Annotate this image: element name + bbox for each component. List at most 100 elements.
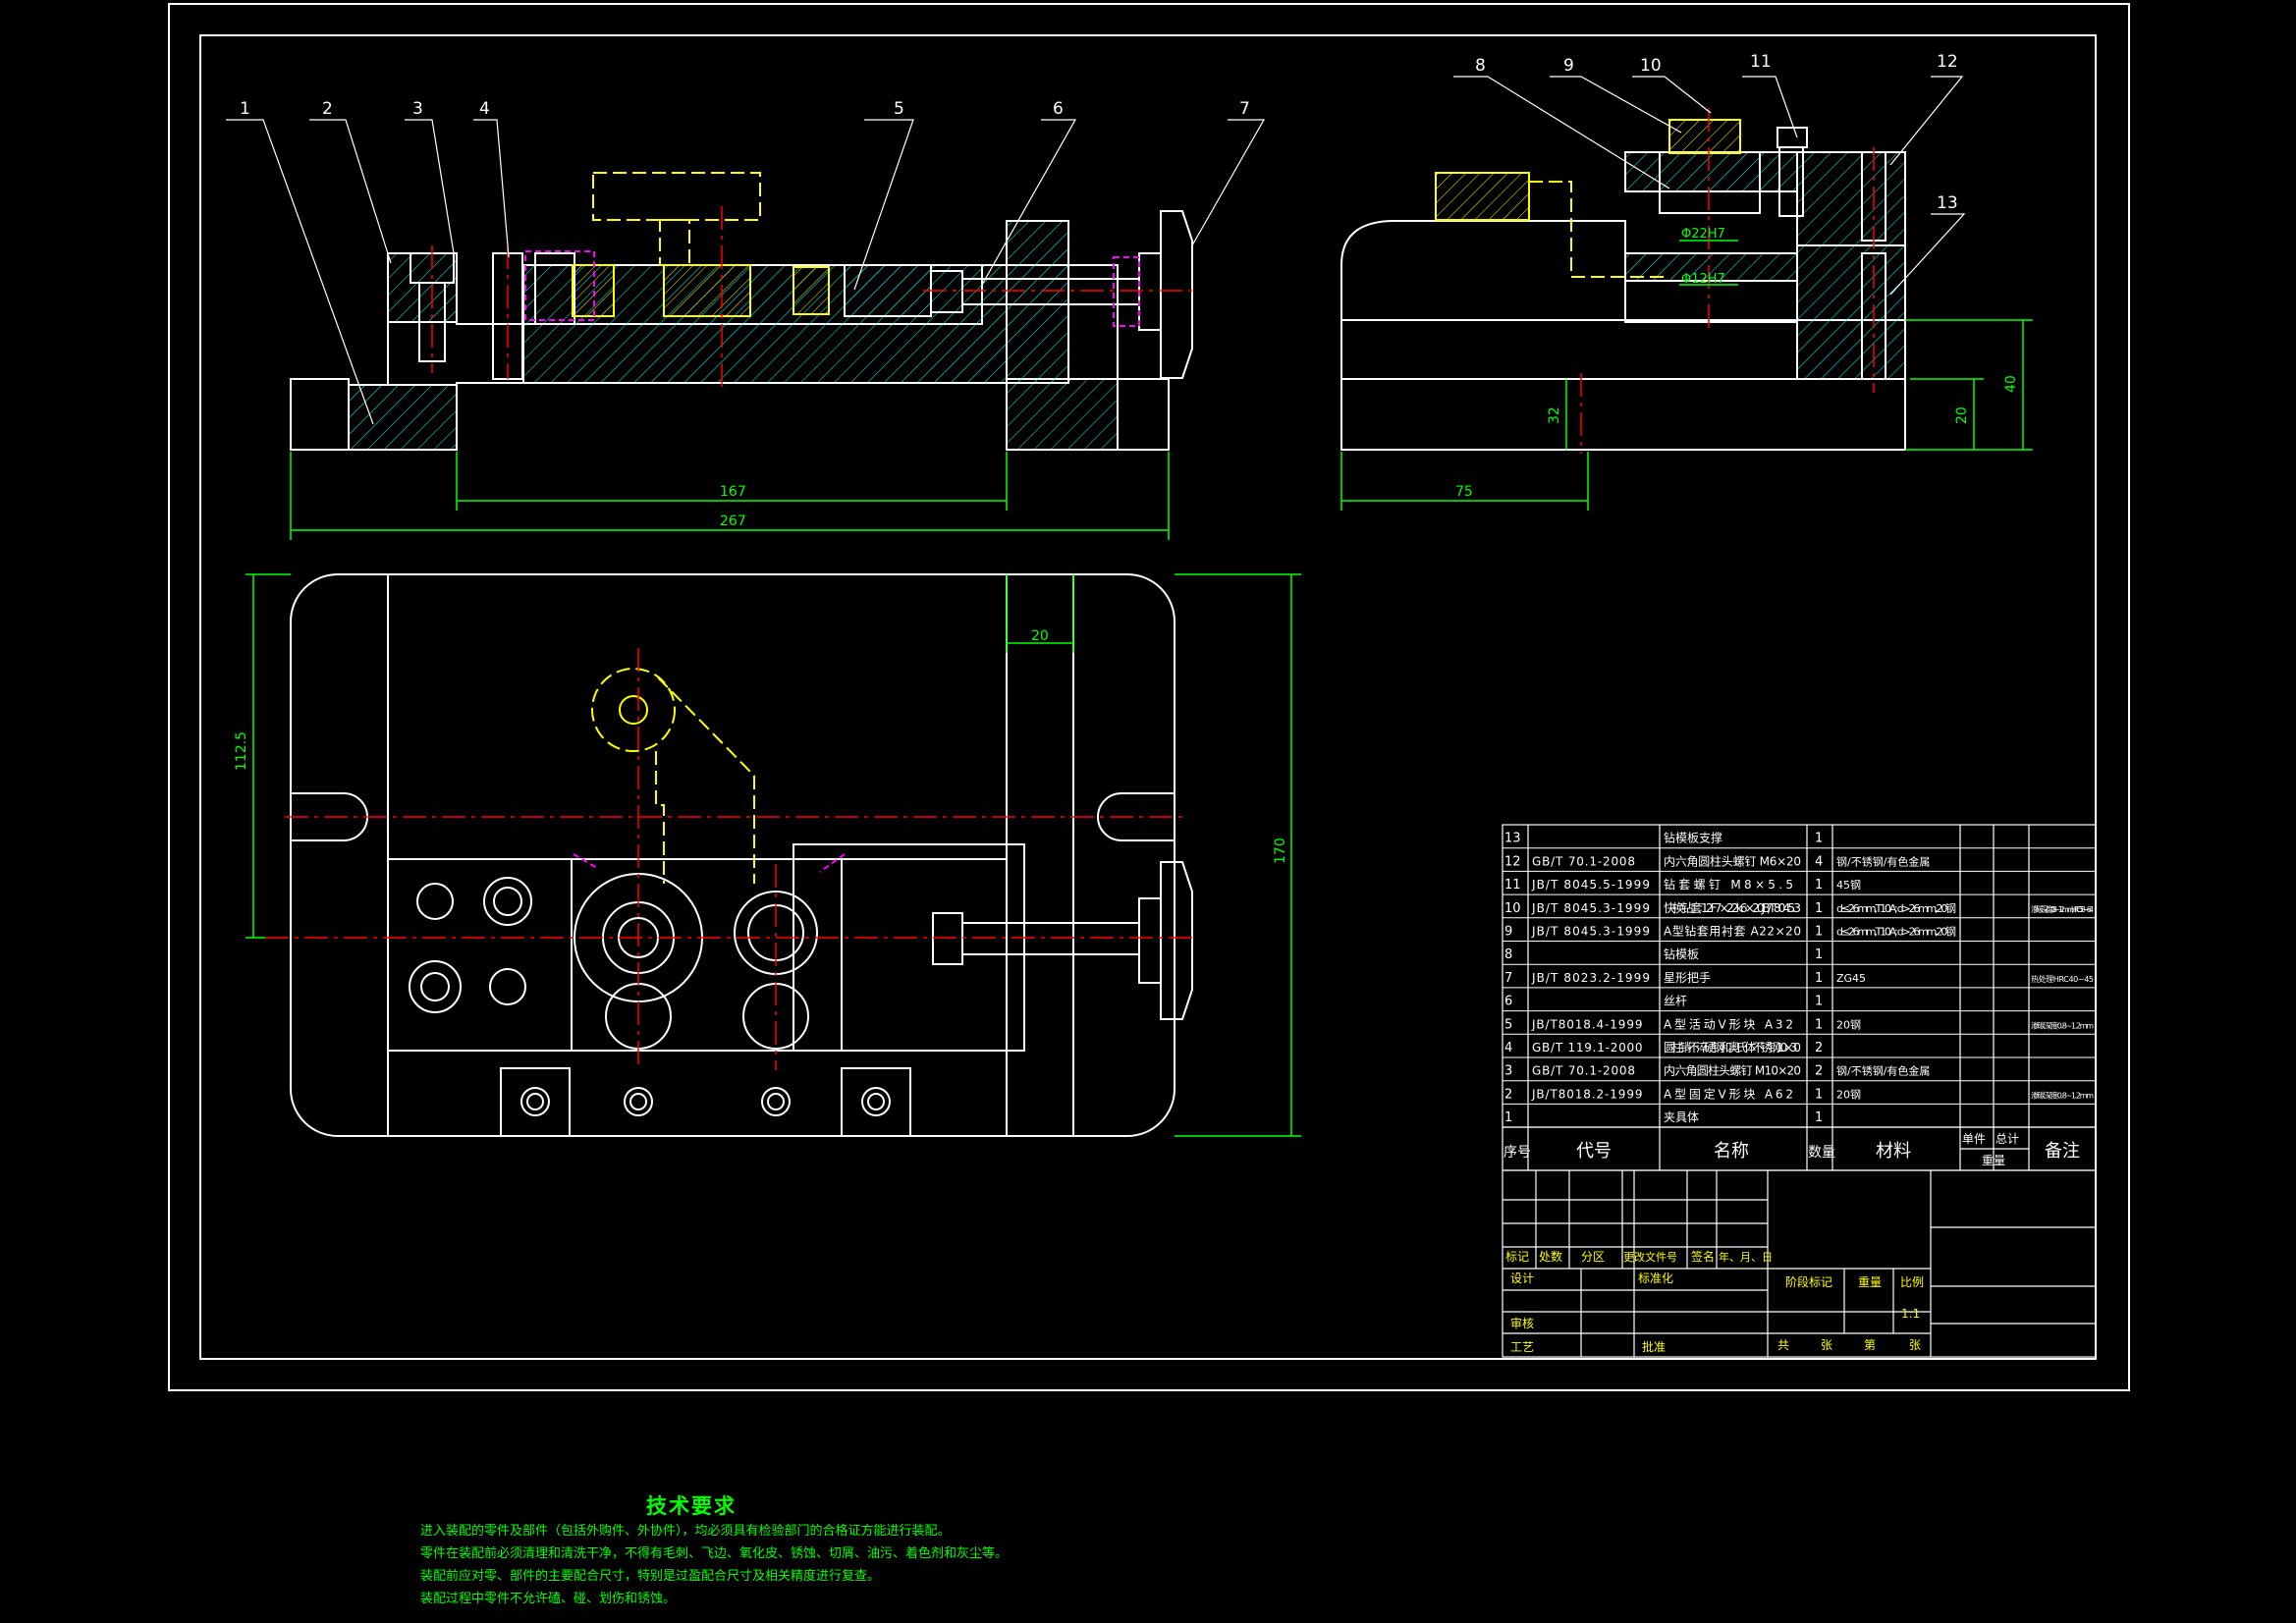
bom-cell-name: 钻模板 <box>1664 947 1699 961</box>
front-centerlines <box>431 206 1193 393</box>
bom-cell-material: 钢/不锈钢/有色金属 <box>1836 854 1930 868</box>
tb-design: 设计 <box>1510 1271 1534 1285</box>
bom-cell-note: 渗碳深度0.8~1.2mm <box>2031 1090 2094 1100</box>
bom-cell-no: 1 <box>1504 1110 1512 1125</box>
bom-cell-no: 7 <box>1504 971 1512 986</box>
bom-cell-note: 渗碳深度0.8~1.2mm <box>2031 1020 2094 1030</box>
tech-req-title: 技术要求 <box>646 1494 737 1518</box>
tb-weight: 重量 <box>1858 1275 1882 1289</box>
bom-cell-no: 11 <box>1504 878 1521 893</box>
dim-170: 170 <box>1273 838 1288 864</box>
tech-req-line-2: 零件在装配前必须清理和清洗干净，不得有毛刺、飞边、氧化皮、锈蚀、切屑、油污、着色… <box>420 1546 1009 1561</box>
leader-lines <box>226 76 1966 425</box>
tech-req-line-3: 装配前应对零、部件的主要配合尺寸，特别是过盈配合尺寸及相关精度进行复查。 <box>420 1569 881 1584</box>
side-view <box>1340 119 1906 451</box>
bom-cell-code: JB/T8018.2-1999 <box>1531 1087 1643 1101</box>
bom-header: 序号 代号 名称 数量 材料 单件 总计 重量 备注 <box>1503 1132 2080 1167</box>
bom-cell-qty: 1 <box>1815 947 1823 962</box>
bom-cell-qty: 2 <box>1815 1041 1823 1055</box>
bom-cell-code: GB/T 70.1-2008 <box>1532 1064 1635 1078</box>
inner-frame <box>199 34 2097 1360</box>
dimension-lines <box>246 240 2033 1137</box>
tb-review: 审核 <box>1510 1316 1534 1330</box>
dim-20-top: 20 <box>1031 628 1049 644</box>
tb-sheet-no: 第 <box>1864 1338 1876 1352</box>
tb-sheet-label: 张 <box>1909 1338 1921 1352</box>
bom-cell-name: A型钻套用衬套 A22×20 <box>1664 924 1801 939</box>
bom-cell-code: JB/T 8045.3-1999 <box>1531 925 1650 939</box>
bom-header-unit: 单件 <box>1962 1132 1986 1146</box>
dim-112-5: 112.5 <box>234 731 249 771</box>
tb-process: 工艺 <box>1510 1340 1534 1354</box>
dim-267: 267 <box>720 514 746 529</box>
dim-32: 32 <box>1547 406 1562 424</box>
tb-mark: 标记 <box>1505 1250 1529 1264</box>
bom-cell-no: 12 <box>1504 854 1521 869</box>
bom-cell-code: JB/T 8045.5-1999 <box>1531 878 1650 892</box>
balloon-6: 6 <box>1053 99 1064 119</box>
bom-cell-qty: 1 <box>1815 1017 1823 1032</box>
bom-cell-code: GB/T 70.1-2008 <box>1532 854 1635 868</box>
bom-cell-name: 内六角圆柱头螺钉 M10×20 <box>1664 1063 1801 1078</box>
tech-req-line-1: 进入装配的零件及部件（包括外购件、外协件），均必须具有检验部门的合格证方能进行装… <box>420 1524 951 1539</box>
tech-req-line-4: 装配过程中零件不允许磕、碰、划伤和锈蚀。 <box>420 1592 677 1606</box>
title-block-labels: 标记 处数 分区 更改文件号 签名 年、月、日 设计 标准化 阶段标记 重量 比… <box>1505 1249 1924 1354</box>
bom-header-total: 总计 <box>1995 1132 2019 1146</box>
bom-cell-name: 钻模板支撑 <box>1664 831 1722 845</box>
bom-cell-note: 渗碳深度0.8~1.2mm,HRC58~64 <box>2031 904 2094 914</box>
bom-cell-name: 星形把手 <box>1664 971 1711 985</box>
bom-cell-code: JB/T8018.4-1999 <box>1531 1017 1643 1031</box>
bom-header-name: 名称 <box>1714 1141 1749 1162</box>
bom-cell-no: 8 <box>1504 947 1512 962</box>
bom-cell-material: d≤26mm,T10A; d>26mm,20钢 <box>1836 926 1956 939</box>
bom-cell-no: 10 <box>1504 901 1521 916</box>
bom-cell-material: d≤26mm,T10A; d>26mm,20钢 <box>1836 902 1956 915</box>
technical-requirements: 技术要求 进入装配的零件及部件（包括外购件、外协件），均必须具有检验部门的合格证… <box>420 1490 1599 1610</box>
bom-cell-qty: 1 <box>1815 901 1823 916</box>
bom-header-note: 备注 <box>2045 1141 2080 1162</box>
balloon-11: 11 <box>1750 52 1772 72</box>
balloon-1: 1 <box>240 99 250 119</box>
dim-167: 167 <box>720 484 746 500</box>
bom-cell-no: 2 <box>1504 1087 1512 1102</box>
bom-cell-material: 20钢 <box>1836 1088 1861 1101</box>
bom-header-no: 序号 <box>1503 1145 1531 1161</box>
tb-count: 处数 <box>1539 1249 1562 1264</box>
bom-cell-no: 9 <box>1504 925 1512 940</box>
top-centerlines <box>265 648 1198 1070</box>
bom-cell-name: 夹具体 <box>1664 1110 1699 1124</box>
tb-sign: 签名 <box>1691 1249 1715 1264</box>
bom-cell-name: 内六角圆柱头螺钉 M6×20 <box>1664 853 1801 868</box>
dim-40: 40 <box>2003 375 2019 393</box>
bom-cell-qty: 1 <box>1815 832 1823 846</box>
bom-header-qty: 数量 <box>1808 1145 1835 1161</box>
balloon-10: 10 <box>1640 56 1662 76</box>
dimension-texts: 167 267 75 40 20 32 Φ22H7 Φ12H7 20 112.5… <box>234 227 2019 864</box>
bom-cell-no: 6 <box>1504 995 1512 1009</box>
dim-75: 75 <box>1455 484 1473 500</box>
bom-cell-code: GB/T 119.1-2000 <box>1532 1041 1643 1055</box>
bom-cell-qty: 1 <box>1815 971 1823 986</box>
bom-cell-material: ZG45 <box>1836 972 1866 985</box>
balloon-4: 4 <box>479 99 490 119</box>
bom-cell-qty: 1 <box>1815 1110 1823 1125</box>
bom-cell-qty: 1 <box>1815 925 1823 940</box>
tb-scale-value: 1:1 <box>1901 1307 1920 1321</box>
tb-change-doc: 更改文件号 <box>1623 1250 1677 1264</box>
bom-cell-name: 快换钻套 12F7×22k6×20JB/T8045.3 <box>1664 900 1801 915</box>
bom-cell-no: 5 <box>1504 1017 1512 1032</box>
bom-header-weight: 重量 <box>1982 1154 2005 1167</box>
bom-cell-no: 3 <box>1504 1064 1512 1079</box>
bom-cell-material: 45钢 <box>1836 879 1861 892</box>
tb-zone: 分区 <box>1581 1250 1605 1264</box>
balloon-5: 5 <box>894 99 904 119</box>
balloon-9: 9 <box>1563 56 1574 76</box>
side-centerlines <box>1580 108 1875 454</box>
bom-cell-qty: 1 <box>1815 995 1823 1009</box>
dim-20-side: 20 <box>1954 406 1970 424</box>
bom-cell-name: 钻套螺钉 M8×5.5 <box>1664 877 1793 892</box>
bom-cell-qty: 2 <box>1815 1064 1823 1079</box>
balloon-13: 13 <box>1937 193 1958 213</box>
bom-cell-note: 热处理HRC40~45 <box>2031 974 2094 984</box>
